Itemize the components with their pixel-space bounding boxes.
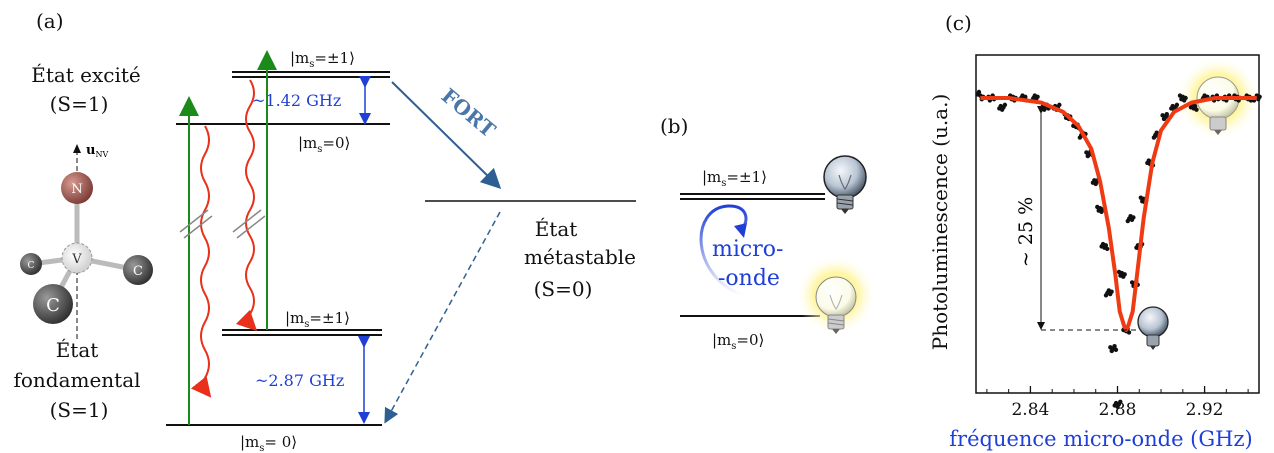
- bulb-off-icon: [823, 155, 867, 214]
- atom-carbon-1: [20, 253, 42, 275]
- fort-arrow: [391, 81, 502, 190]
- data-point: [1118, 399, 1123, 405]
- panel-a-label: (a): [36, 9, 64, 33]
- metastable-decay-arrow: [384, 211, 501, 424]
- atom-v-label: V: [71, 252, 82, 267]
- bulb-off-icon-plot: [1137, 306, 1169, 350]
- data-point: [1194, 107, 1199, 112]
- ground-ms0-label: |ms= 0⟩: [240, 433, 297, 453]
- microwave-label-2: -onde: [718, 266, 780, 291]
- atom-n-label: N: [71, 182, 82, 197]
- panel-a: (a) État excité (S=1) uNV N V C C C État: [13, 9, 636, 453]
- atom-nitrogen: [61, 172, 93, 204]
- atom-c1-label: C: [28, 261, 35, 271]
- fit-curve: [980, 96, 1257, 332]
- data-point: [1131, 215, 1136, 220]
- nv-center-molecule: uNV N V C C C: [20, 143, 153, 340]
- ground-state-title: État: [56, 338, 99, 362]
- atom-carbon-3: [33, 284, 73, 324]
- data-point: [1122, 272, 1127, 277]
- excited-ms-pm1-label: |ms=±1⟩: [290, 49, 355, 70]
- data-point: [1192, 103, 1198, 109]
- chart-xlabel: fréquence micro-onde (GHz): [949, 427, 1252, 451]
- ground-state-subtitle: fondamental: [13, 368, 140, 392]
- data-point: [1109, 289, 1114, 294]
- panel-c-label: (c): [945, 11, 972, 35]
- excited-splitting-label: ~1.42 GHz: [252, 91, 341, 110]
- x-tick-label: 2.84: [1011, 400, 1049, 420]
- break-mark-2a: [232, 209, 262, 233]
- data-point: [1002, 102, 1008, 108]
- microwave-arrow: [699, 204, 748, 297]
- emission-arrow-ms-pm1: [235, 79, 258, 332]
- nv-axis-arrowhead: [73, 144, 81, 153]
- microwave-label-1: micro-: [712, 237, 783, 262]
- x-tick-label: 2.92: [1186, 400, 1224, 420]
- break-mark-1a: [179, 209, 209, 233]
- metastable-subtitle: métastable: [524, 245, 636, 269]
- x-ticks: 2.84 2.88 2.92: [986, 386, 1249, 420]
- b-ms0-label: |ms=0⟩: [712, 331, 764, 352]
- atom-vacancy: [61, 242, 93, 274]
- excited-ms0-label: |ms=0⟩: [298, 134, 350, 155]
- data-point: [976, 89, 982, 95]
- fort-label: FORT: [437, 83, 501, 142]
- microwave-arrowhead: [734, 223, 747, 238]
- data-point: [1257, 94, 1262, 100]
- excited-state-title: État excité: [31, 63, 141, 87]
- x-tick-label: 2.88: [1099, 400, 1137, 420]
- data-point: [1035, 94, 1040, 100]
- data-point: [1164, 111, 1169, 117]
- ground-ms-pm1-label: |ms=±1⟩: [285, 309, 350, 330]
- metastable-title: État: [535, 217, 578, 241]
- data-point: [1105, 246, 1110, 252]
- ground-splitting-label: ~2.87 GHz: [255, 371, 344, 390]
- data-point: [1103, 243, 1109, 248]
- break-mark-2b: [236, 215, 266, 239]
- data-point: [1023, 94, 1028, 100]
- panel-c: (c) Photoluminescence (u.a.) fréquence m…: [928, 11, 1262, 451]
- ground-state-spin: (S=1): [50, 398, 109, 422]
- break-mark-1b: [183, 215, 213, 239]
- photoluminescence-plot: 2.84 2.88 2.92 ~ 25 %: [975, 54, 1262, 420]
- data-point: [1174, 102, 1180, 108]
- contrast-label: ~ 25 %: [1015, 197, 1037, 267]
- u-nv-label: uNV: [86, 143, 108, 159]
- data-point: [1112, 343, 1117, 349]
- atom-carbon-2: [123, 255, 153, 285]
- metastable-spin: (S=0): [534, 277, 593, 301]
- bulb-on-icon: [796, 255, 876, 335]
- panel-b-label: (b): [660, 114, 688, 138]
- data-point: [1183, 95, 1188, 101]
- atom-c3-label: C: [46, 295, 60, 316]
- b-ms-pm1-label: |ms=±1⟩: [702, 168, 767, 189]
- data-point: [1057, 102, 1062, 108]
- atom-c2-label: C: [133, 264, 143, 279]
- panel-b: (b) |ms=±1⟩ |ms=0⟩ micro- -onde: [660, 114, 876, 352]
- emission-arrow-ms0: [190, 125, 212, 398]
- excited-state-spin: (S=1): [50, 92, 109, 116]
- data-point: [1126, 330, 1132, 335]
- data-point: [1113, 347, 1119, 352]
- chart-ylabel: Photoluminescence (u.a.): [928, 94, 952, 351]
